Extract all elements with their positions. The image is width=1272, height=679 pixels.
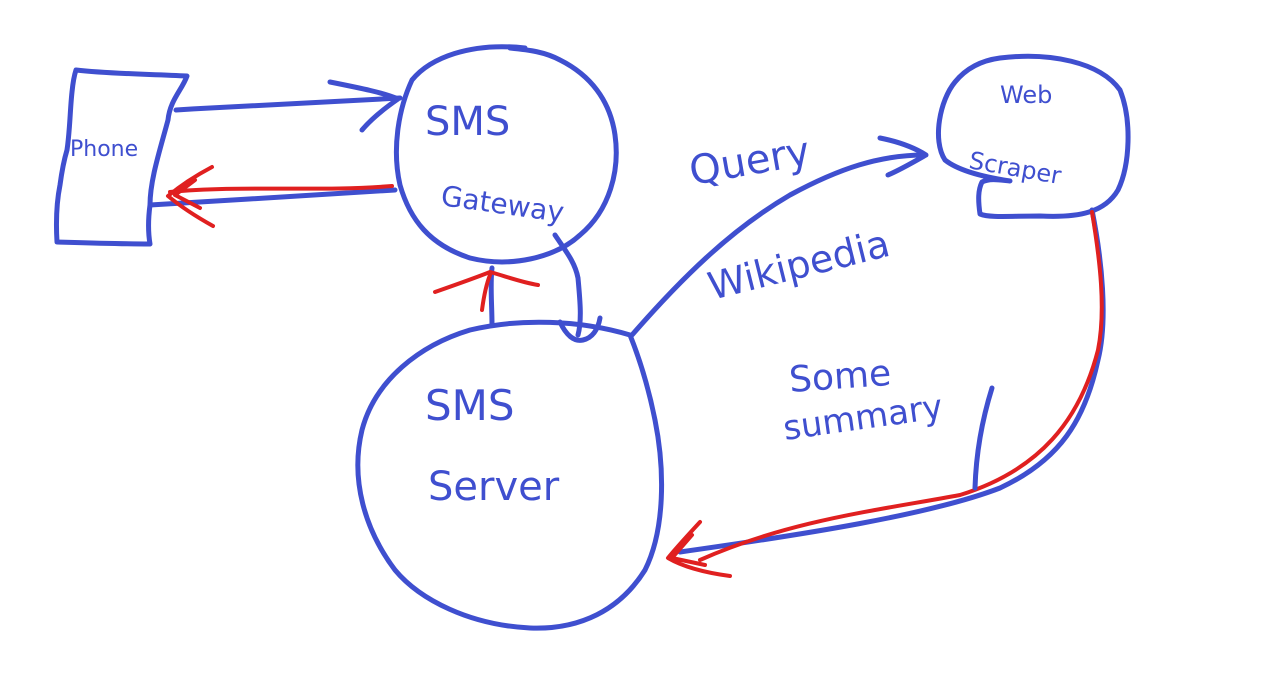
edge-scraper-to-server-red-line xyxy=(698,210,1104,562)
edge-gateway-to-server xyxy=(552,232,603,343)
sms-gateway-node: SMS Gateway xyxy=(393,44,619,265)
edge-server-to-gateway-red-stem xyxy=(480,273,492,312)
web-scraper-shape xyxy=(936,53,1131,219)
sms-gateway-label-line2: Gateway xyxy=(439,179,566,229)
edge-query-label: Query xyxy=(686,128,814,194)
edge-server-to-scraper: Query Wikipedia xyxy=(629,128,929,338)
phone-label: Phone xyxy=(70,137,138,162)
edge-scraper-to-server-red-arrowhead xyxy=(666,520,732,578)
edge-gateway-to-server-arrowhead xyxy=(557,315,603,343)
edge-phone-to-gateway-line xyxy=(173,95,403,113)
edge-gateway-to-phone-red-arrowhead xyxy=(166,165,215,228)
edge-summary-label-line1: Some xyxy=(788,353,893,401)
sms-gateway-label-line1: SMS xyxy=(425,99,510,145)
sms-server-label-line1: SMS xyxy=(425,381,515,430)
sms-server-label-line2: Server xyxy=(428,464,560,510)
edge-gateway-to-server-line xyxy=(552,232,583,338)
edge-server-to-gateway-red-arrowhead xyxy=(433,270,540,294)
web-scraper-label-line1: Web xyxy=(1000,81,1052,109)
phone-node: Phone xyxy=(53,67,190,247)
edge-phone-to-gateway xyxy=(173,79,403,133)
sms-server-circle xyxy=(355,319,665,631)
sms-gateway-circle xyxy=(393,44,619,265)
edge-scraper-to-server-tick xyxy=(972,385,995,491)
sms-server-node: SMS Server xyxy=(355,319,665,631)
web-scraper-node: Web Scraper xyxy=(936,53,1131,219)
edge-server-to-scraper-line xyxy=(629,152,928,338)
phone-box xyxy=(53,67,190,247)
edge-server-to-scraper-arrowhead xyxy=(877,135,929,178)
edge-gateway-to-phone xyxy=(147,165,398,228)
edge-server-to-gateway xyxy=(433,265,540,328)
edge-gateway-to-phone-red-line xyxy=(168,184,394,194)
edge-phone-to-gateway-arrowhead xyxy=(327,79,401,133)
